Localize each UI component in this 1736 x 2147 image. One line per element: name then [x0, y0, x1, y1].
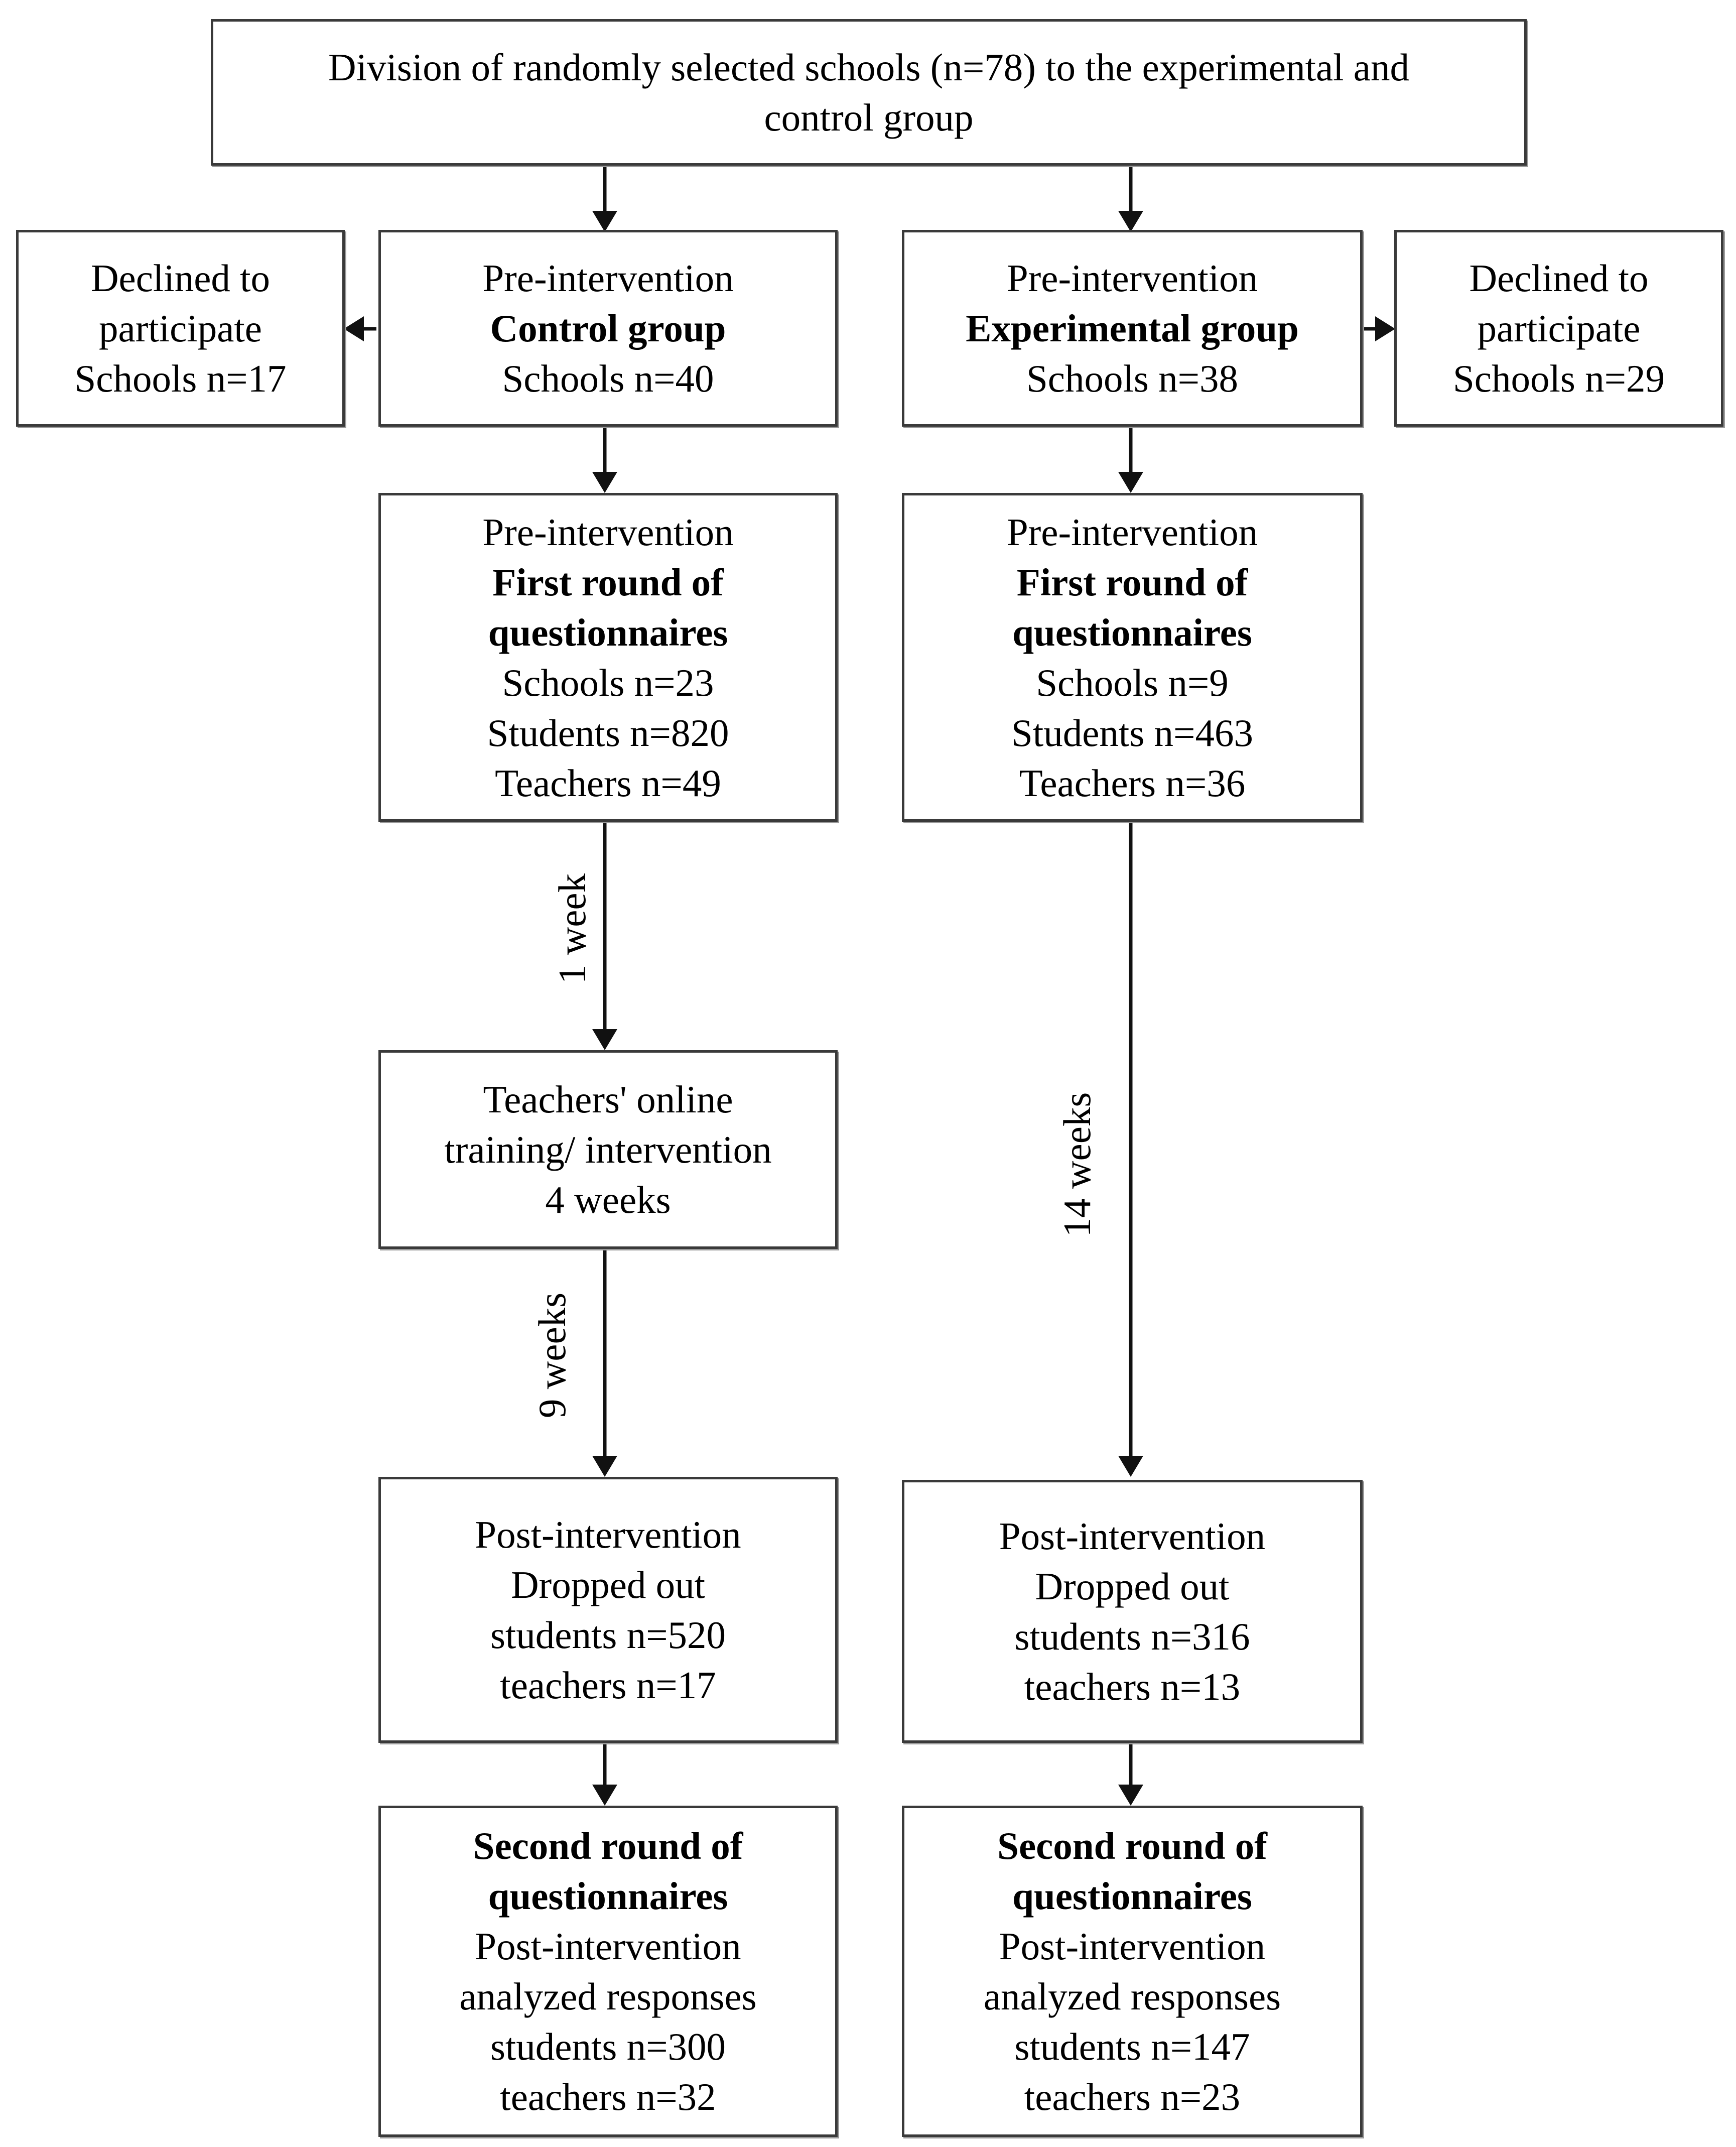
declined-label: participate: [99, 307, 262, 350]
analyzed-label: analyzed responses: [983, 1975, 1281, 2018]
schools-count: Schools n=40: [502, 357, 714, 400]
round-title: questionnaires: [488, 1874, 728, 1918]
teachers-count: teachers n=17: [500, 1664, 716, 1707]
group-title: Experimental group: [966, 307, 1299, 350]
arrowhead: [592, 472, 617, 493]
round-title: questionnaires: [1012, 1874, 1252, 1918]
round-title: Second round of: [473, 1824, 743, 1867]
experimental-first-round-box: Pre-intervention First round of question…: [902, 493, 1363, 822]
group-title: Control group: [490, 307, 726, 350]
stage-label: Pre-intervention: [1006, 257, 1258, 300]
declined-control-box: Declined to participate Schools n=17: [16, 230, 345, 427]
students-count: students n=316: [1014, 1615, 1250, 1658]
arrowhead: [1375, 316, 1395, 341]
control-first-round-box: Pre-intervention First round of question…: [378, 493, 838, 822]
dropped-out-label: Dropped out: [1035, 1565, 1230, 1608]
control-second-round-box: Second round of questionnaires Post-inte…: [378, 1806, 838, 2137]
fourteen-weeks-label: 14 weeks: [1055, 1092, 1099, 1237]
declined-experimental-box: Declined to participate Schools n=29: [1394, 230, 1723, 427]
schools-count: Schools n=9: [1036, 661, 1229, 704]
round-title: First round of: [492, 560, 724, 604]
analyzed-label: analyzed responses: [459, 1975, 757, 2018]
arrowhead: [1118, 211, 1143, 232]
arrowhead: [592, 211, 617, 232]
declined-count: Schools n=29: [1452, 357, 1665, 400]
teachers-count: teachers n=23: [1024, 2075, 1241, 2118]
round-title: questionnaires: [1012, 610, 1252, 654]
experimental-post-box: Post-intervention Dropped out students n…: [902, 1480, 1363, 1743]
schools-count: Schools n=38: [1026, 357, 1239, 400]
stage-label: Post-intervention: [999, 1514, 1266, 1558]
students-count: Students n=463: [1011, 711, 1253, 754]
training-label: Teachers' online: [483, 1078, 733, 1121]
stage-label: Pre-intervention: [1006, 510, 1258, 554]
training-label: training/ intervention: [444, 1128, 772, 1171]
arrowhead: [592, 1029, 617, 1050]
students-count: students n=300: [490, 2025, 726, 2068]
arrowhead: [1118, 472, 1143, 493]
students-count: students n=520: [490, 1613, 726, 1657]
training-duration: 4 weeks: [545, 1178, 671, 1221]
declined-label: Declined to: [1469, 257, 1649, 300]
stage-label: Post-intervention: [475, 1513, 741, 1556]
arrowhead: [1118, 1785, 1143, 1806]
declined-label: Declined to: [90, 257, 271, 300]
teachers-count: teachers n=32: [500, 2075, 716, 2118]
division-box: Division of randomly selected schools (n…: [211, 19, 1527, 166]
dropped-out-label: Dropped out: [510, 1563, 706, 1606]
declined-label: participate: [1477, 307, 1641, 350]
teacher-training-box: Teachers' online training/ intervention …: [378, 1050, 838, 1249]
schools-count: Schools n=23: [502, 661, 714, 704]
stage-label: Pre-intervention: [482, 257, 734, 300]
arrowhead: [344, 316, 364, 341]
one-week-label: 1 week: [551, 873, 594, 984]
division-line-2: control group: [764, 96, 974, 139]
control-post-box: Post-intervention Dropped out students n…: [378, 1477, 838, 1743]
stage-label: Post-intervention: [475, 1925, 741, 1968]
division-line-1: Division of randomly selected schools (n…: [328, 46, 1409, 89]
declined-count: Schools n=17: [74, 357, 287, 400]
round-title: Second round of: [997, 1824, 1267, 1867]
experimental-second-round-box: Second round of questionnaires Post-inte…: [902, 1806, 1363, 2137]
stage-label: Pre-intervention: [482, 510, 734, 554]
arrowhead: [1118, 1456, 1143, 1477]
stage-label: Post-intervention: [999, 1925, 1266, 1968]
teachers-count: teachers n=13: [1024, 1665, 1241, 1708]
control-group-box: Pre-intervention Control group Schools n…: [378, 230, 838, 427]
experimental-group-box: Pre-intervention Experimental group Scho…: [902, 230, 1363, 427]
teachers-count: Teachers n=49: [495, 761, 721, 805]
round-title: First round of: [1016, 560, 1248, 604]
students-count: students n=147: [1014, 2025, 1250, 2068]
round-title: questionnaires: [488, 610, 728, 654]
arrowhead: [592, 1785, 617, 1806]
arrowhead: [592, 1456, 617, 1477]
students-count: Students n=820: [487, 711, 729, 754]
teachers-count: Teachers n=36: [1019, 761, 1246, 805]
nine-weeks-label: 9 weeks: [530, 1292, 574, 1419]
